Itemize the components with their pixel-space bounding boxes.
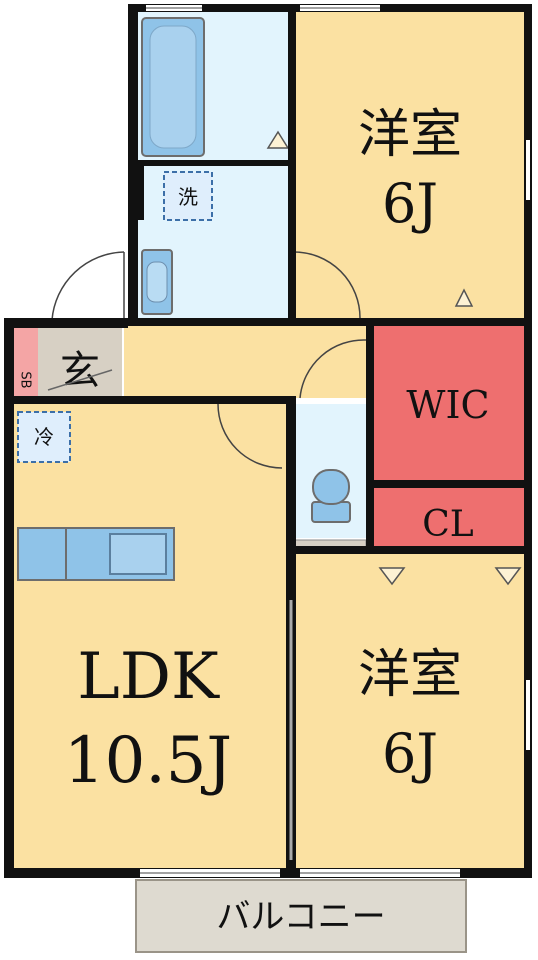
shoe-box-label: SB [18, 371, 33, 388]
western-room-bottom-floor [294, 552, 526, 870]
ldk-floor [13, 404, 291, 870]
western-room-bottom-size: 6J [382, 722, 438, 785]
entrance-floor [38, 328, 122, 396]
toilet-bowl [312, 469, 350, 505]
western-room-top-name: 洋室 [358, 105, 462, 165]
ldk-name: LDK [77, 640, 220, 714]
washbasin-bowl [146, 261, 168, 303]
door-swings [51, 251, 367, 469]
cl-label: CL [422, 504, 474, 545]
fridge-space [17, 411, 71, 463]
hallway-floor [124, 324, 370, 398]
fridge-label: 冷 [34, 425, 54, 449]
window-frames [140, 7, 460, 874]
balcony-floor [135, 879, 467, 953]
cl-floor [372, 488, 524, 550]
western-room-top-floor [294, 12, 526, 320]
entrance-label: 玄 [60, 348, 100, 394]
closet-door-markers [266, 130, 522, 586]
western-room-bottom-name: 洋室 [358, 645, 462, 705]
kitchen-sink [109, 533, 167, 575]
bathtub-inner [149, 25, 197, 149]
wic-floor [372, 326, 524, 482]
washer-space [163, 171, 213, 221]
shoe-box [13, 328, 38, 396]
ldk-size: 10.5J [64, 724, 232, 798]
washer-label: 洗 [178, 185, 198, 209]
western-room-top-size: 6J [382, 172, 438, 235]
wic-label: WIC [406, 383, 489, 427]
balcony-label: バルコニー [216, 897, 385, 937]
